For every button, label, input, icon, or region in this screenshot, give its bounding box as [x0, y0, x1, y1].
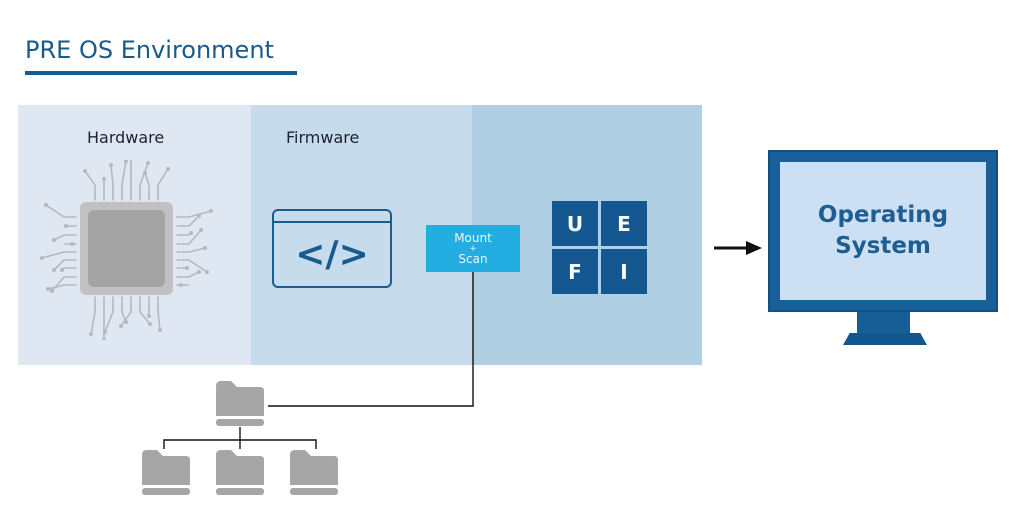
- scan-label: Scan: [458, 251, 488, 266]
- chip-trace-end: [103, 330, 107, 334]
- chip-trace: [176, 215, 200, 227]
- firmware-label: Firmware: [286, 128, 360, 147]
- chip-trace-end: [124, 320, 128, 324]
- uefi-cell-i: I: [601, 249, 647, 294]
- uefi-cell-u: U: [552, 201, 598, 246]
- mount-scan-box: Mount + Scan: [426, 225, 520, 272]
- chip-trace: [176, 210, 212, 218]
- chip-trace-end: [64, 224, 68, 228]
- chip-trace: [104, 296, 114, 333]
- tree-branch-line: [163, 439, 317, 449]
- chip-trace: [176, 229, 202, 245]
- chip-trace-end: [70, 242, 74, 246]
- child-folder-icon-3: [290, 450, 338, 495]
- chip-trace-end: [50, 289, 54, 293]
- chip-trace-end: [46, 287, 50, 291]
- chip-trace: [61, 267, 77, 271]
- chip-trace-end: [102, 177, 106, 181]
- chip-trace-end: [109, 163, 113, 167]
- chip-trace-end: [83, 169, 87, 173]
- chip-trace-end: [147, 314, 151, 318]
- code-window-icon: </>: [272, 209, 392, 288]
- chip-trace: [144, 172, 150, 201]
- chip-trace: [51, 276, 77, 292]
- uefi-cell-f: F: [552, 249, 598, 294]
- cpu-chip-icon: [40, 160, 213, 340]
- chip-trace-end: [102, 338, 106, 340]
- code-glyph: </>: [295, 234, 369, 275]
- chip-trace: [176, 259, 208, 273]
- window-title-bar: [274, 221, 390, 223]
- monitor-stand-neck: [857, 312, 910, 333]
- chip-trace: [47, 284, 77, 290]
- chip-trace-end: [119, 324, 123, 328]
- child-folder-icon-1: [142, 450, 190, 495]
- chip-trace-end: [209, 209, 213, 213]
- chip-trace-end: [60, 268, 64, 272]
- root-folder-icon: [216, 381, 264, 426]
- chip-trace-end: [148, 322, 152, 326]
- chip-trace-end: [197, 214, 201, 218]
- chip-trace-end: [52, 238, 56, 242]
- chip-trace-end: [166, 167, 170, 171]
- chip-trace: [176, 271, 200, 278]
- chip-trace-end: [197, 270, 201, 274]
- chip-trace: [121, 160, 127, 201]
- chip-trace-end: [185, 266, 189, 270]
- chip-trace: [176, 232, 192, 236]
- chip-trace: [90, 296, 96, 335]
- os-label-line2: System: [835, 233, 931, 259]
- chip-trace-end: [40, 256, 44, 260]
- chip-trace: [53, 234, 77, 241]
- chip-trace-end: [124, 160, 128, 163]
- chip-trace: [84, 170, 96, 201]
- chip-trace-end: [203, 246, 207, 250]
- chip-trace: [176, 247, 206, 253]
- chip-trace-end: [189, 231, 193, 235]
- chip-trace: [157, 296, 161, 331]
- os-label-line1: Operating: [817, 202, 949, 228]
- chip-trace-end: [44, 203, 48, 207]
- title-underline: [25, 71, 297, 75]
- uefi-logo-icon: U E F I: [552, 201, 647, 294]
- chip-trace: [45, 204, 77, 218]
- chip-trace-end: [143, 171, 147, 175]
- hardware-label: Hardware: [87, 128, 165, 147]
- mount-label: Mount: [454, 230, 492, 245]
- page-title: PRE OS Environment: [25, 36, 274, 64]
- chip-trace: [139, 162, 149, 201]
- chip-trace-end: [89, 332, 93, 336]
- chip-trace: [121, 296, 127, 323]
- monitor-stand-base: [843, 333, 927, 345]
- child-folder-icon-2: [216, 450, 264, 495]
- chip-trace-end: [146, 161, 150, 165]
- chip-trace: [110, 164, 114, 201]
- chip-trace: [53, 259, 77, 271]
- chip-trace: [41, 251, 77, 259]
- chip-trace-end: [158, 328, 162, 332]
- chip-trace-end: [52, 268, 56, 272]
- monitor-icon: Operating System: [768, 150, 998, 312]
- monitor-screen: Operating System: [780, 162, 986, 300]
- chip-trace-end: [179, 283, 183, 287]
- chip-trace-end: [199, 228, 203, 232]
- chip-trace: [139, 296, 151, 325]
- chip-trace: [157, 168, 169, 201]
- plus-label: +: [469, 243, 477, 254]
- arrow-right-icon: [714, 241, 762, 255]
- uefi-cell-e: E: [601, 201, 647, 246]
- chip-trace-end: [205, 270, 209, 274]
